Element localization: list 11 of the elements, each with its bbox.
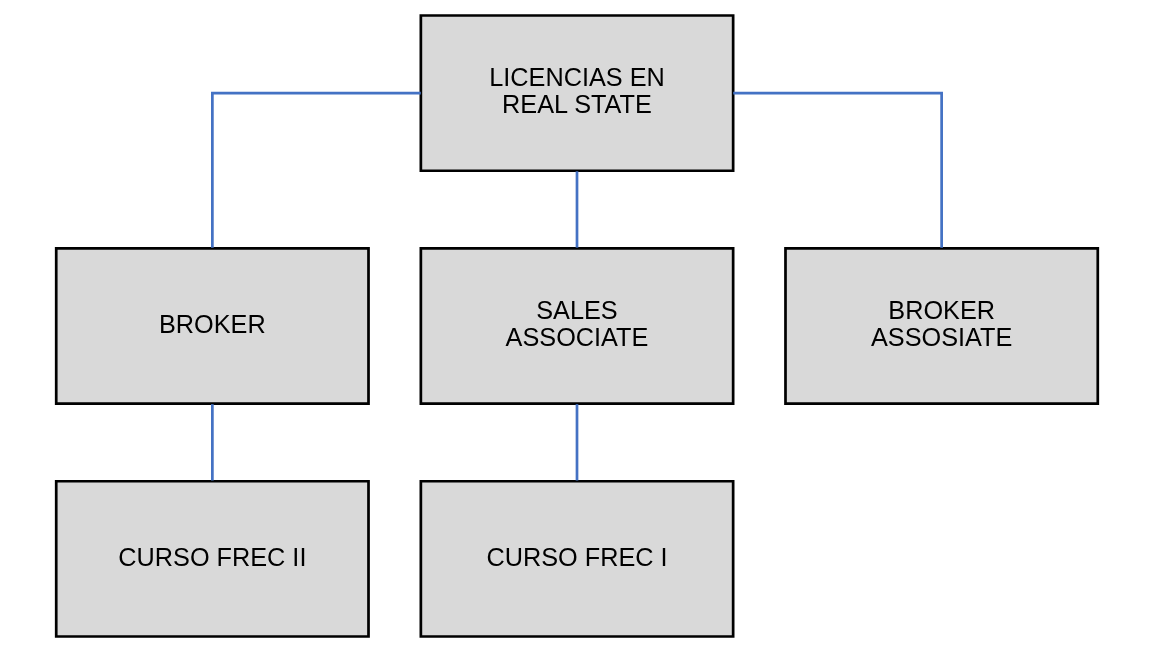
- node-box: SALES ASSOCIATE: [419, 247, 734, 405]
- connector: [575, 404, 578, 481]
- connector: [210, 404, 214, 481]
- node-box: BROKER: [54, 247, 370, 405]
- node-box: LICENCIAS EN REAL STATE: [419, 14, 734, 173]
- connector: [210, 91, 421, 248]
- connector: [575, 171, 578, 248]
- node-box: CURSO FREC II: [54, 479, 370, 638]
- node-box: CURSO FREC I: [419, 479, 734, 638]
- node-box: BROKER ASSOSIATE: [783, 247, 1099, 405]
- connector: [732, 91, 943, 248]
